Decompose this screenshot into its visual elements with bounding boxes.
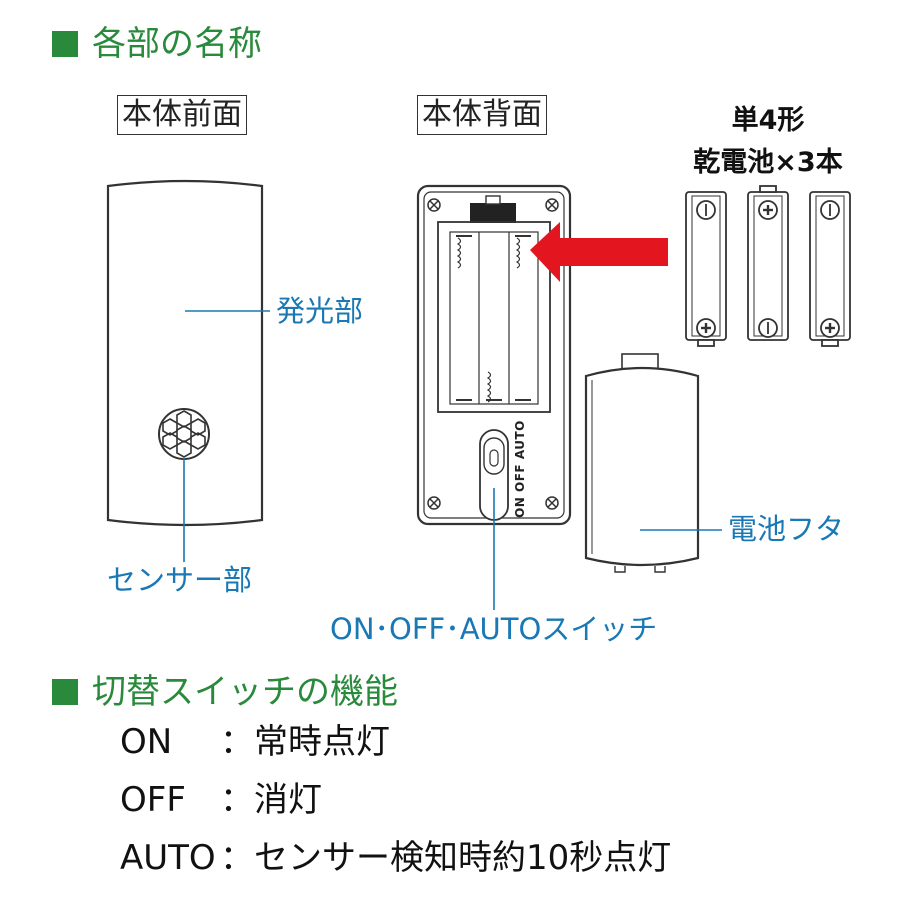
callout-switch: ON･OFF･AUTOスイッチ	[330, 612, 658, 646]
section-title-switch-function: 切替スイッチの機能	[52, 672, 398, 712]
section-title-text: 各部の名称	[92, 24, 262, 64]
function-row: OFF ：消灯	[120, 780, 322, 820]
battery-icon	[747, 185, 789, 341]
section-title-text: 切替スイッチの機能	[92, 672, 398, 712]
battery-cover	[584, 353, 700, 573]
function-row: ON ：常時点灯	[120, 722, 390, 762]
function-key: OFF	[120, 780, 186, 820]
battery-compartment	[437, 221, 551, 413]
slide-switch	[479, 429, 509, 521]
callout-cover: 電池フタ	[728, 512, 845, 546]
battery-label-line1: 単4形	[731, 105, 805, 136]
function-row: AUTO：センサー検知時約10秒点灯	[120, 838, 671, 878]
back-view-label: 本体背面	[417, 95, 547, 135]
battery-icon	[685, 191, 727, 347]
function-desc: ：常時点灯	[220, 722, 390, 762]
switch-mark-auto: AUTO	[513, 420, 527, 460]
battery-icon	[809, 191, 851, 347]
screw-icon	[427, 198, 559, 510]
function-desc: ：センサー検知時約10秒点灯	[220, 838, 672, 878]
square-bullet-icon	[52, 679, 78, 705]
switch-marks: ON OFF AUTO	[510, 420, 528, 518]
switch-mark-off: OFF	[513, 463, 527, 492]
battery-label: 単4形 乾電池×3本	[668, 100, 868, 184]
insert-arrow-icon	[530, 222, 668, 282]
square-bullet-icon	[52, 31, 78, 57]
callout-sensor: センサー部	[107, 563, 253, 597]
front-body	[106, 179, 264, 527]
function-desc: ：消灯	[220, 780, 322, 820]
function-key: ON	[120, 722, 173, 762]
sensor-icon	[158, 408, 210, 460]
front-view-label: 本体前面	[117, 95, 247, 135]
function-key: AUTO	[120, 838, 216, 878]
switch-mark-on: ON	[513, 496, 527, 518]
battery-label-line2: 乾電池×3本	[693, 147, 843, 178]
batteries	[685, 185, 851, 347]
section-title-part-names: 各部の名称	[52, 24, 262, 64]
callout-light: 発光部	[276, 294, 364, 328]
leader-lines	[183, 310, 722, 610]
